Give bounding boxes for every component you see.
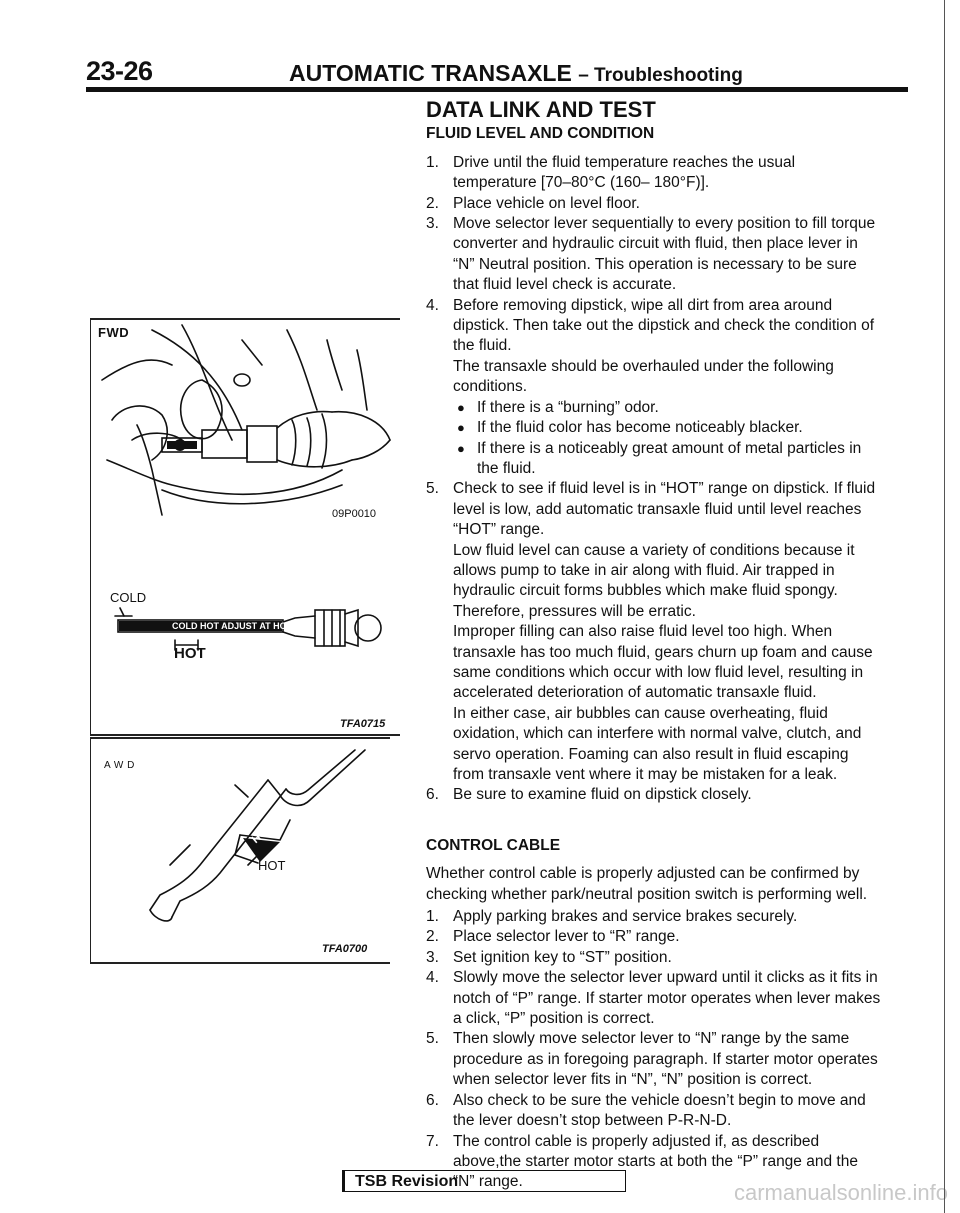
page-edge-line — [944, 0, 945, 1213]
awd-label: A W D — [104, 760, 135, 771]
step5-paragraph: Improper filling can also raise fluid le… — [453, 623, 873, 702]
hot-label: HOT — [174, 645, 206, 662]
step-text: Slowly move the selector lever upward un… — [453, 969, 881, 1028]
overhaul-conditions: ● If there is a “burning” odor. ● If the f… — [453, 398, 881, 480]
step-number: 2. — [426, 194, 439, 212]
step-number: 3. — [426, 215, 439, 233]
fluid-heading: FLUID LEVEL AND CONDITION — [426, 125, 655, 143]
step-text: Also check to be sure the vehicle doesn’… — [453, 1091, 866, 1130]
fluid-step: 3. Move selector lever sequentially to ev… — [426, 214, 881, 296]
step-text: Place vehicle on level floor. — [453, 194, 640, 212]
step-number: 1. — [426, 908, 439, 926]
fig2-code: TFA0715 — [340, 718, 386, 730]
page-number: 23-26 — [86, 56, 153, 86]
condition-text: If there is a noticeably great amount of… — [477, 439, 862, 477]
page-header: 23-26 AUTOMATIC TRANSAXLE – Troubleshoot… — [86, 56, 906, 90]
dipstick-scale-illustration — [114, 607, 382, 651]
cable-steps: 1. Apply parking brakes and service brake… — [426, 907, 881, 1193]
step-text: Then slowly move selector lever to “N” r… — [453, 1030, 878, 1089]
dipstick-text: COLD HOT ADJUST AT HOT — [172, 621, 293, 631]
condition-item: ● If there is a “burning” odor. — [453, 398, 881, 418]
page-title: AUTOMATIC TRANSAXLE – Troubleshooting — [289, 60, 743, 87]
fluid-step: 2. Place vehicle on level floor. — [426, 194, 881, 214]
bullet-dot: ● — [457, 399, 465, 415]
step-text: Be sure to examine fluid on dipstick clo… — [453, 786, 752, 804]
step-text: Apply parking brakes and service brakes … — [453, 908, 798, 926]
fwd-dipstick-illustration — [101, 324, 391, 516]
figure-bottom-rule — [90, 962, 390, 964]
cable-heading: CONTROL CABLE — [426, 836, 561, 854]
step4-note: The transaxle should be overhauled under… — [453, 357, 834, 396]
step-number: 4. — [426, 296, 439, 314]
step5-paragraph: Check to see if fluid level is in “HOT” … — [453, 480, 876, 539]
condition-text: If there is a “burning” odor. — [477, 398, 659, 416]
step-number: 6. — [426, 1091, 439, 1109]
step-text: Set ignition key to “ST” position. — [453, 948, 672, 966]
awd-hot-label: HOT — [258, 858, 286, 873]
step-number: 5. — [426, 1030, 439, 1048]
fig1-code: 09P0010 — [332, 508, 377, 520]
tsb-revision-box: TSB Revision — [342, 1170, 626, 1192]
step-text: Before removing dipstick, wipe all dirt … — [453, 296, 875, 355]
main-text-column: DATA LINK AND TEST FLUID LEVEL AND CONDI… — [426, 97, 881, 1193]
cable-step: 3. Set ignition key to “ST” position. — [426, 948, 881, 968]
cable-step: 6. Also check to be sure the vehicle does… — [426, 1091, 881, 1132]
fluid-steps: 1. Drive until the fluid temperature reac… — [426, 153, 881, 806]
condition-item: ● If there is a noticeably great amount o… — [453, 439, 881, 480]
cable-step: 7. The control cable is properly adjusted… — [426, 1132, 881, 1193]
cold-label: COLD — [110, 590, 147, 605]
section-title: DATA LINK AND TEST — [426, 97, 656, 122]
fluid-step: 1. Drive until the fluid temperature reac… — [426, 153, 881, 194]
step5-paragraph: In either case, air bubbles can cause ov… — [453, 704, 862, 783]
fwd-label: FWD — [98, 325, 130, 340]
figure-top-rule — [90, 318, 400, 320]
fluid-step: 5. Check to see if fluid level is in “HO… — [426, 479, 881, 785]
step-number: 7. — [426, 1132, 439, 1150]
figure-panel-awd — [90, 738, 401, 962]
fluid-step: 6. Be sure to examine fluid on dipstick c… — [426, 785, 881, 805]
cable-step: 1. Apply parking brakes and service brake… — [426, 907, 881, 927]
cable-step: 2. Place selector lever to “R” range. — [426, 927, 881, 947]
cable-intro: Whether control cable is properly adjust… — [426, 865, 868, 903]
step-number: 2. — [426, 928, 439, 946]
figure-panel-fwd — [90, 318, 401, 734]
step-number: 3. — [426, 948, 439, 966]
header-rule — [86, 87, 908, 92]
step-text: The control cable is properly adjusted i… — [453, 1132, 858, 1191]
condition-item: ● If the fluid color has become noticeabl… — [453, 418, 881, 438]
cable-step: 5. Then slowly move selector lever to “N”… — [426, 1029, 881, 1090]
bullet-dot: ● — [457, 420, 465, 436]
condition-text: If the fluid color has become noticeably… — [477, 419, 803, 437]
bullet-dot: ● — [457, 440, 465, 456]
step-text: Place selector lever to “R” range. — [453, 928, 680, 946]
step-text: Move selector lever sequentially to ever… — [453, 215, 876, 294]
step-number: 4. — [426, 969, 439, 987]
figure-divider-inner — [90, 737, 390, 739]
page-title-main: AUTOMATIC TRANSAXLE — [289, 60, 572, 86]
figure-divider — [90, 734, 400, 736]
fluid-step: 4. Before removing dipstick, wipe all dir… — [426, 296, 881, 480]
step-text: Drive until the fluid temperature reache… — [453, 153, 796, 192]
awd-dipstick-illustration — [149, 749, 366, 922]
step-number: 1. — [426, 153, 439, 171]
fig3-code: TFA0700 — [322, 943, 368, 955]
page-subtitle: – Troubleshooting — [578, 65, 743, 86]
step-number: 6. — [426, 786, 439, 804]
step-number: 5. — [426, 480, 439, 498]
step5-paragraph: Low fluid level can cause a variety of c… — [453, 541, 855, 620]
watermark: carmanualsonline.info — [733, 1180, 948, 1205]
cable-step: 4. Slowly move the selector lever upward … — [426, 968, 881, 1029]
